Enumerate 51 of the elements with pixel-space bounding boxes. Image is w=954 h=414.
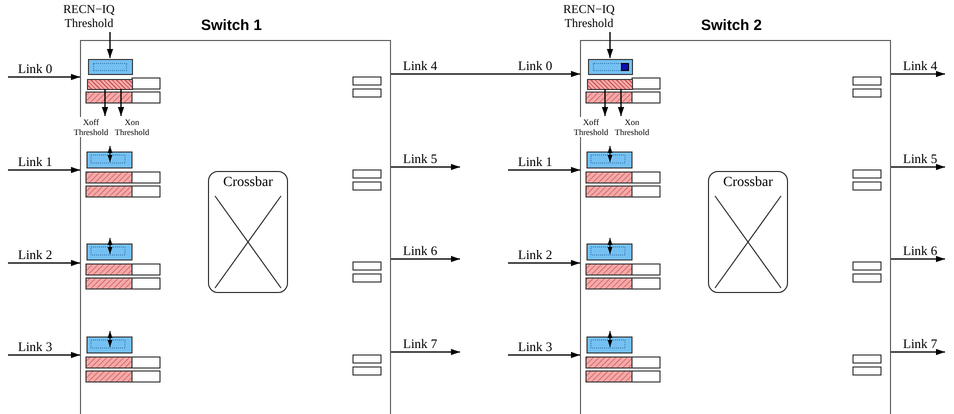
link-label: Link 0 — [518, 58, 552, 74]
queue-bar — [587, 79, 633, 90]
link-arrow — [8, 260, 80, 266]
edge-label: Link 4 — [903, 58, 938, 74]
crossbar-label: Crossbar — [222, 175, 274, 191]
threshold-label: Xoff Threshold — [71, 117, 111, 137]
edge-label: Link 3 — [18, 339, 52, 355]
crossbar-label: Crossbar — [722, 175, 774, 191]
edge-label: Link 2 — [18, 247, 52, 263]
link-arrow — [8, 74, 80, 80]
switch-title: Switch 2 — [701, 17, 762, 34]
edge-label: Link 7 — [403, 336, 438, 352]
link-arrow — [891, 256, 945, 262]
input-buffer — [588, 59, 633, 75]
link-arrow — [508, 166, 580, 174]
edge-label: Link 6 — [903, 243, 938, 259]
edge-label: Link 3 — [518, 339, 552, 355]
link-arrow — [391, 348, 460, 356]
leader-arrow — [602, 89, 608, 116]
edge-label: Link 0 — [18, 61, 52, 77]
link-arrow — [891, 164, 945, 170]
input-buffer — [88, 59, 133, 75]
leader-arrow — [106, 32, 114, 58]
link-arrow — [391, 256, 460, 262]
queue-bar — [87, 79, 133, 90]
link-arrow — [508, 352, 580, 358]
edge-label: Link 1 — [518, 154, 552, 170]
leader-arrow — [618, 89, 624, 116]
link-arrow — [391, 164, 460, 170]
link-arrow — [891, 70, 945, 78]
switch-title: Switch 1 — [201, 17, 262, 34]
link-arrow — [8, 352, 80, 358]
edge-label: Link 7 — [903, 336, 938, 352]
threshold-label: RECN−IQ Threshold — [58, 2, 120, 32]
edge-label: Link 6 — [403, 243, 438, 259]
leader-arrow — [606, 32, 614, 58]
edge-label: Link 5 — [403, 151, 438, 167]
edge-label: Link 2 — [518, 247, 552, 263]
crossbar-box — [208, 171, 288, 293]
edge-label: Link 4 — [403, 58, 438, 74]
link-arrow — [391, 70, 580, 78]
edge-label: Link 1 — [18, 154, 52, 170]
edge-label: Link 5 — [903, 151, 938, 167]
crossbar-box — [708, 171, 788, 293]
threshold-label: RECN−IQ Threshold — [558, 2, 620, 32]
leader-arrow — [118, 89, 124, 116]
leader-arrow — [102, 89, 108, 116]
link-arrow — [891, 348, 945, 356]
link-arrow — [508, 260, 580, 266]
link-arrow — [8, 166, 80, 174]
threshold-label: Xoff Threshold — [571, 117, 611, 137]
